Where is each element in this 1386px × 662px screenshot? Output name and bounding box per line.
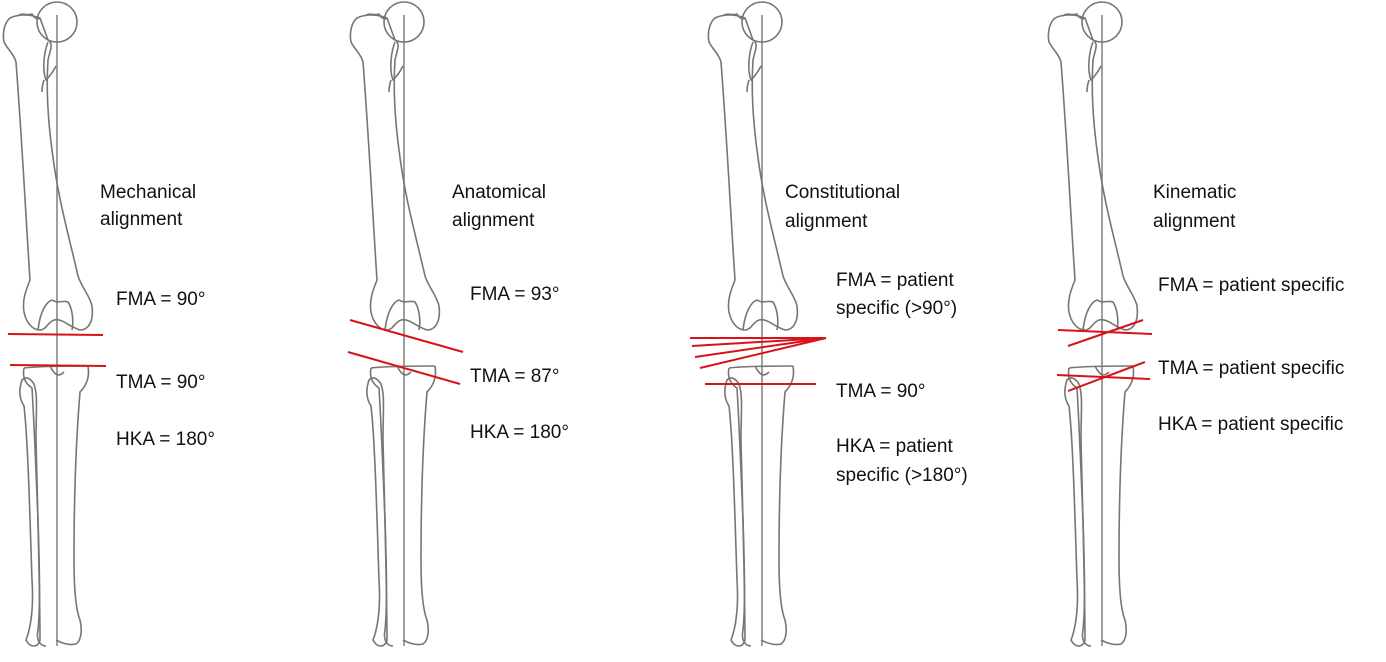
panel-title: Anatomical <box>452 182 546 203</box>
panel-title: Kinematic <box>1153 182 1236 203</box>
femoral-cut-line <box>1057 329 1153 335</box>
fma-label: FMA = 90° <box>116 289 205 310</box>
femoral-cut-fan <box>690 337 827 369</box>
femoral-cut-line <box>7 333 104 336</box>
hka-label: HKA = 180° <box>470 422 569 443</box>
fma-label: specific (>90°) <box>836 298 957 319</box>
fma-label: FMA = 93° <box>470 284 559 305</box>
tma-label: TMA = 90° <box>836 381 925 402</box>
femoral-cut-line <box>349 319 464 353</box>
tibial-cut-line <box>347 351 461 385</box>
panel-title: alignment <box>100 209 183 230</box>
femoral-cut-line <box>1067 319 1144 347</box>
panel-constitutional: Constitutional alignment FMA = patient s… <box>690 1 968 647</box>
leg-bone-illustration <box>707 1 799 647</box>
panel-title: alignment <box>1153 211 1236 232</box>
fma-label: FMA = patient specific <box>1158 275 1344 296</box>
panel-title: alignment <box>785 211 868 232</box>
hka-label: HKA = 180° <box>116 429 215 450</box>
hka-label: HKA = patient specific <box>1158 414 1343 435</box>
hka-label: specific (>180°) <box>836 465 968 486</box>
panel-title: alignment <box>452 210 535 231</box>
tma-label: TMA = patient specific <box>1158 358 1344 379</box>
tibial-cut-line <box>1067 361 1146 392</box>
tibial-cut-line <box>9 364 107 367</box>
leg-bone-illustration <box>2 1 94 647</box>
tma-label: TMA = 87° <box>470 366 559 387</box>
leg-bone-illustration <box>1047 1 1139 647</box>
panel-kinematic: Kinematic alignment FMA = patient specif… <box>1047 1 1344 647</box>
panel-title: Constitutional <box>785 182 900 203</box>
panel-mechanical: Mechanical alignment FMA = 90° TMA = 90°… <box>2 1 215 647</box>
panel-title: Mechanical <box>100 182 196 203</box>
tma-label: TMA = 90° <box>116 372 205 393</box>
hka-label: HKA = patient <box>836 436 953 457</box>
panel-anatomical: Anatomical alignment FMA = 93° TMA = 87°… <box>347 1 569 647</box>
fma-label: FMA = patient <box>836 270 954 291</box>
